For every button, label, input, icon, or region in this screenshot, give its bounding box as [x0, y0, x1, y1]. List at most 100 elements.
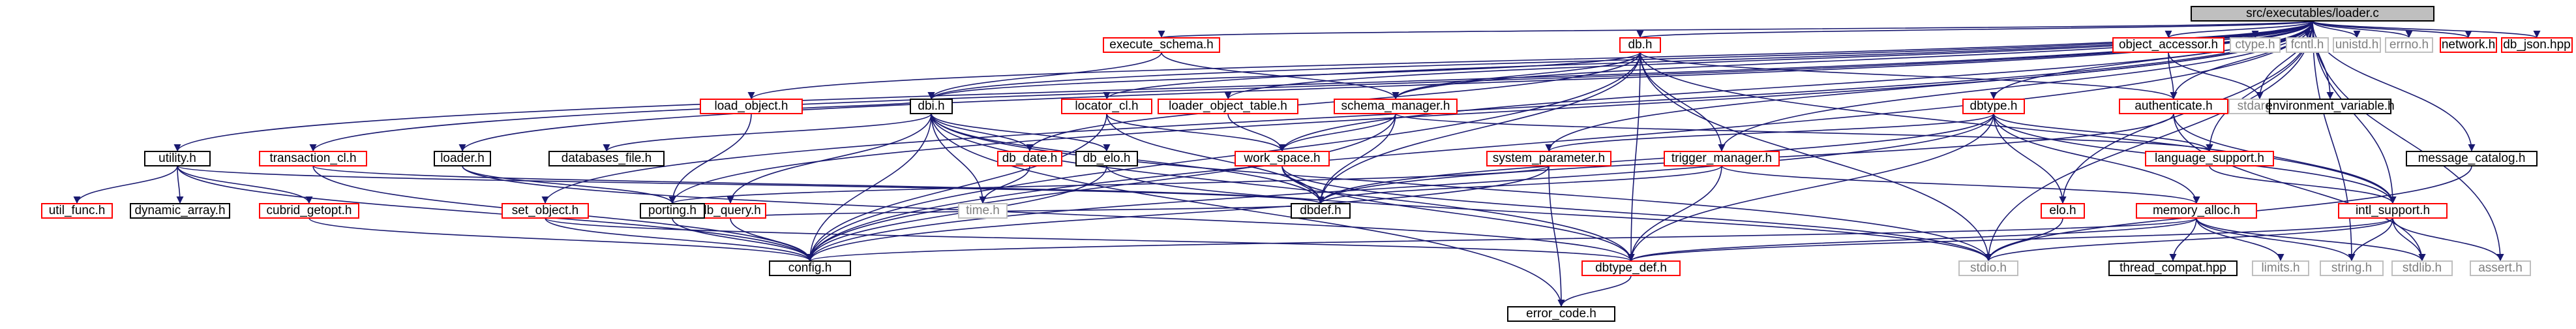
node-memory-alloc[interactable]: memory_alloc.h [2136, 203, 2257, 219]
edge-loader-to-porting [462, 165, 676, 204]
node-db-date[interactable]: db_date.h [997, 151, 1062, 166]
node-dbtype-def[interactable]: dbtype_def.h [1581, 260, 1681, 276]
edge-root-to-loader_object_table [1224, 20, 2313, 100]
node-fcntl[interactable]: fcntl.h [2286, 37, 2329, 53]
node-label: message_catalog.h [2418, 151, 2526, 165]
node-label: authenticate.h [2134, 99, 2212, 113]
node-label: trigger_manager.h [1671, 151, 1772, 165]
node-db-json[interactable]: db_json.hpp [2501, 37, 2573, 53]
node-box [259, 151, 367, 166]
node-box [144, 151, 211, 166]
node-work-space[interactable]: work_space.h [1235, 151, 1330, 166]
node-execute-schema[interactable]: execute_schema.h [1103, 37, 1220, 53]
node-object-accessor[interactable]: object_accessor.h [2112, 37, 2224, 53]
node-box [640, 203, 705, 219]
node-label: db_query.h [700, 204, 761, 217]
edge-object_accessor-to-stdarg [2168, 52, 2264, 100]
node-trigger-manager[interactable]: trigger_manager.h [1664, 151, 1780, 166]
node-box [1958, 260, 2018, 276]
edge-locator_cl-to-dbdef [1106, 113, 1325, 204]
edge-utility-to-cubrid_getopt [177, 165, 313, 204]
node-util-func[interactable]: util_func.h [41, 203, 113, 219]
node-load-object[interactable]: load_object.h [700, 99, 803, 114]
edge-dbi-to-db_elo [931, 113, 1111, 152]
node-label: config.h [788, 261, 832, 275]
node-box [2440, 37, 2497, 53]
edge-db_date-to-time [979, 165, 1030, 204]
node-dbdef[interactable]: dbdef.h [1291, 203, 1351, 219]
node-databases-file[interactable]: databases_file.h [548, 151, 665, 166]
node-message-catalog[interactable]: message_catalog.h [2406, 151, 2538, 166]
node-root[interactable]: src/executables/loader.c [2191, 6, 2434, 22]
node-language-support[interactable]: language_support.h [2145, 151, 2274, 166]
node-time[interactable]: time.h [958, 203, 1008, 219]
node-dbtype[interactable]: dbtype.h [1962, 99, 2025, 114]
node-box [2145, 151, 2274, 166]
node-unistd[interactable]: unistd.h [2333, 37, 2381, 53]
node-string[interactable]: string.h [2320, 260, 2384, 276]
node-box [2333, 37, 2381, 53]
edge-work_space-to-dbtype_def [1281, 165, 1635, 262]
node-stdlib[interactable]: stdlib.h [2391, 260, 2453, 276]
node-box [2391, 260, 2453, 276]
edge-intl_support-to-dbtype_def [1627, 217, 2393, 262]
edge-trigger_manager-to-dbdef [1317, 165, 1722, 204]
edge-dbtype-to-dbtype_def [1627, 113, 1994, 262]
node-db-elo[interactable]: db_elo.h [1075, 151, 1138, 166]
node-db[interactable]: db.h [1619, 37, 1661, 53]
node-box [259, 203, 359, 219]
node-box [1235, 151, 1330, 166]
edge-schema_manager-to-work_space [1278, 113, 1396, 152]
node-label: db_elo.h [1083, 151, 1131, 165]
edge-memory_alloc-to-string [2196, 217, 2356, 262]
node-assert[interactable]: assert.h [2470, 260, 2531, 276]
node-system-parameter[interactable]: system_parameter.h [1486, 151, 1611, 166]
node-intl-support[interactable]: intl_support.h [2338, 203, 2448, 219]
node-label: src/executables/loader.c [2246, 7, 2379, 20]
node-config[interactable]: config.h [769, 260, 851, 276]
node-elo[interactable]: elo.h [2041, 203, 2085, 219]
edge-set_object-to-config [545, 217, 814, 262]
node-authenticate[interactable]: authenticate.h [2119, 99, 2228, 114]
node-limits[interactable]: limits.h [2252, 260, 2309, 276]
node-cubrid-getopt[interactable]: cubrid_getopt.h [259, 203, 359, 219]
node-thread-compat[interactable]: thread_compat.hpp [2108, 260, 2238, 276]
edge-cubrid_getopt-to-config [308, 217, 814, 262]
node-label: intl_support.h [2356, 204, 2430, 217]
node-dynamic-array[interactable]: dynamic_array.h [130, 203, 230, 219]
edge-root-to-object_accessor [2164, 20, 2313, 39]
node-label: transaction_cl.h [269, 151, 356, 165]
node-errno[interactable]: errno.h [2385, 37, 2433, 53]
node-transaction-cl[interactable]: transaction_cl.h [259, 151, 367, 166]
node-locator-cl[interactable]: locator_cl.h [1061, 99, 1152, 114]
node-db-query[interactable]: db_query.h [695, 203, 766, 219]
edge-memory_alloc-to-stdlib [2196, 217, 2426, 262]
edge-root-to-stdio [1984, 20, 2313, 262]
node-loader[interactable]: loader.h [434, 151, 491, 166]
node-dbi[interactable]: dbi.h [910, 99, 953, 114]
edge-dbi-to-db_date [931, 113, 1034, 152]
node-stdio[interactable]: stdio.h [1958, 260, 2018, 276]
node-network[interactable]: network.h [2440, 37, 2497, 53]
edge-utility-to-util_func [73, 165, 178, 204]
node-porting[interactable]: porting.h [640, 203, 705, 219]
node-label: ctype.h [2235, 38, 2275, 52]
edge-root-to-dbi [927, 20, 2313, 100]
edge-dbi-to-databases_file [603, 113, 932, 152]
node-box [2501, 37, 2573, 53]
node-label: stdlib.h [2403, 261, 2442, 275]
node-environment-variable[interactable]: environment_variable.h [2266, 99, 2395, 114]
edge-root-to-errno [2312, 20, 2413, 39]
node-ctype[interactable]: ctype.h [2230, 37, 2281, 53]
edge-root-to-locator_cl [1103, 20, 2313, 100]
node-loader-object-table[interactable]: loader_object_table.h [1158, 99, 1298, 114]
node-label: environment_variable.h [2266, 99, 2395, 113]
node-schema-manager[interactable]: schema_manager.h [1334, 99, 1458, 114]
edge-dbtype-to-language_support [1993, 113, 2213, 152]
edge-load_object-to-porting [668, 113, 752, 204]
node-set-object[interactable]: set_object.h [502, 203, 589, 219]
node-error-code[interactable]: error_code.h [1507, 306, 1615, 322]
node-utility[interactable]: utility.h [144, 151, 211, 166]
edge-root-to-config [806, 20, 2313, 262]
node-label: limits.h [2261, 261, 2299, 275]
